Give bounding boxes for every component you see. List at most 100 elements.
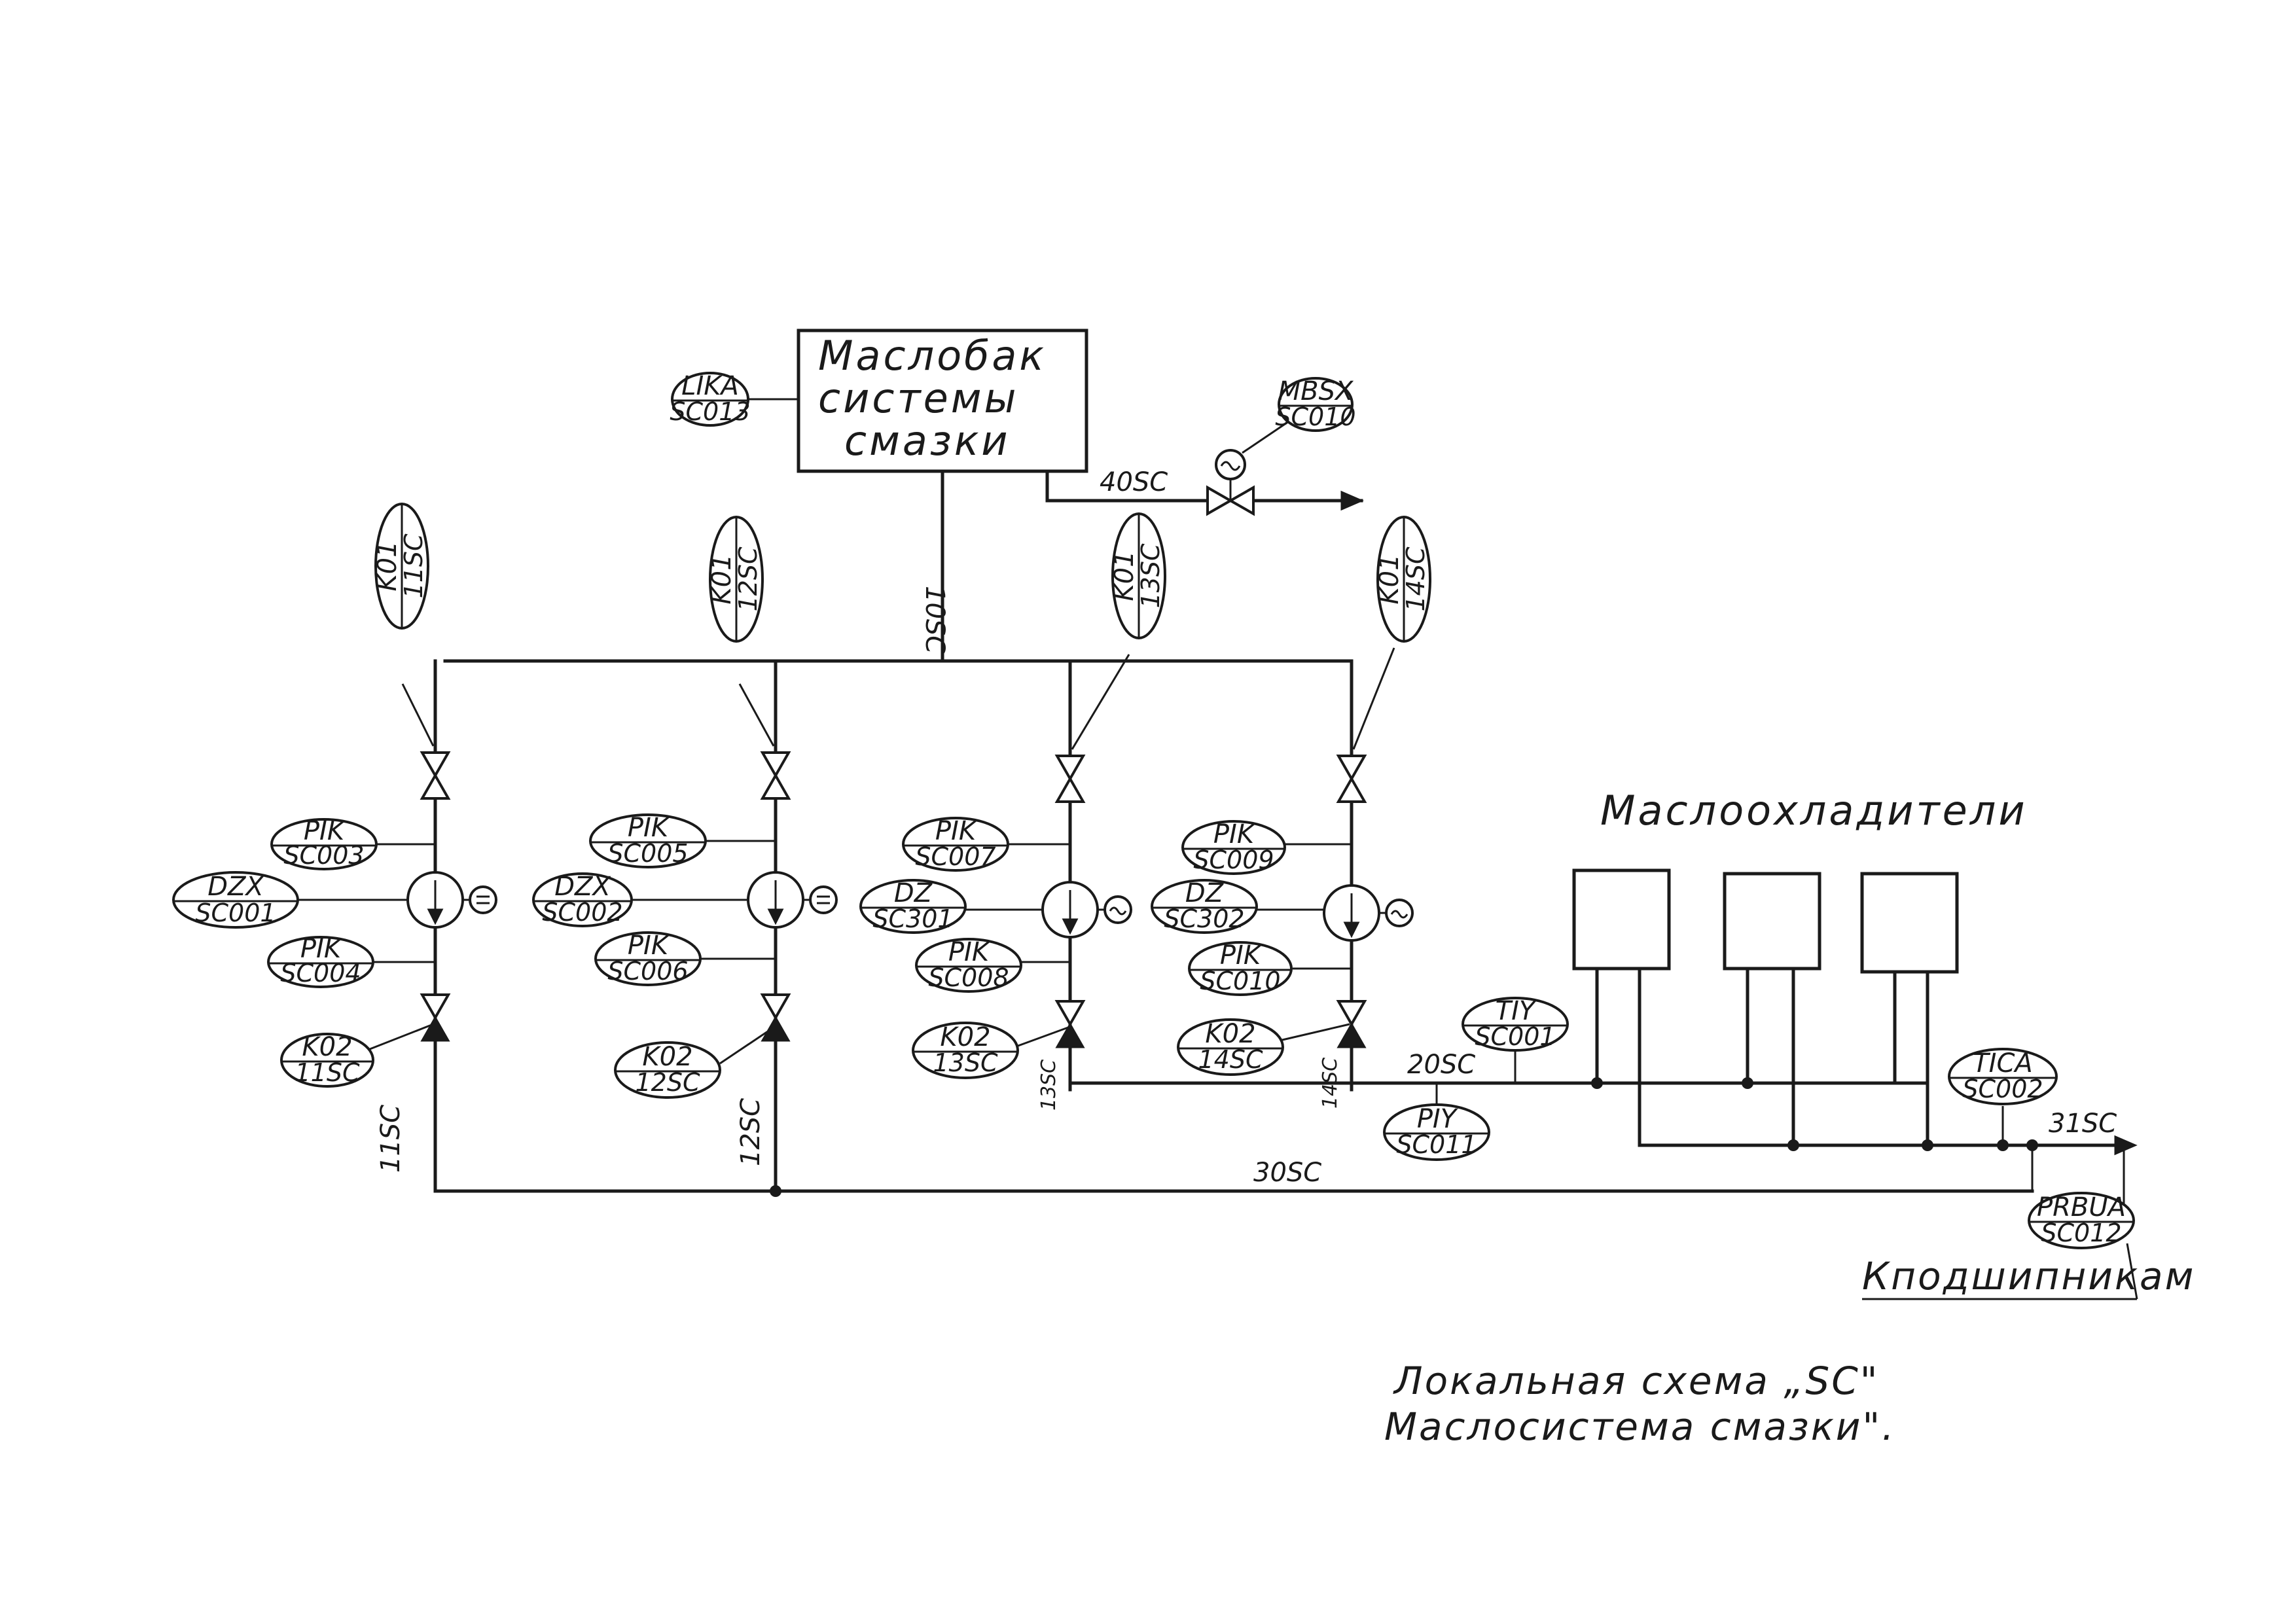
lika-number: SC013	[670, 397, 750, 426]
dzx-sc002-number: SC002	[542, 898, 622, 927]
k01-14sc-tag: K01	[1374, 554, 1405, 604]
dzx-sc002-tag: DZX	[554, 872, 611, 902]
instrument-tiy-sc001: TIY SC001	[1462, 996, 1569, 1083]
tiy-number: SC001	[1475, 1022, 1555, 1051]
instrument-k02-12sc: K02 12SC	[614, 1041, 721, 1099]
pipe-20sc-label: 20SC	[1407, 1050, 1475, 1080]
pump-1	[406, 871, 497, 929]
pik-sc008-number: SC008	[928, 963, 1009, 992]
instrument-pik-sc006: PIK SC006	[594, 931, 702, 986]
k02-11sc-number: 11SC	[295, 1058, 359, 1087]
instrument-prbua-sc012: PRBUA SC012	[2028, 1145, 2135, 1249]
motor-valve-40sc	[1206, 449, 1255, 516]
dz-sc301-number: SC301	[872, 904, 953, 933]
dzx-sc001-number: SC001	[195, 899, 276, 927]
instrument-pik-sc003: PIK SC003	[270, 816, 378, 870]
pipe-40sc: 40SC MBSX SC010	[1045, 376, 1364, 516]
pik-sc009-tag: PIK	[1213, 819, 1256, 849]
k02-12sc-number: 12SC	[635, 1068, 700, 1097]
pump-branch-12sc: K01 12SC PIK SC005 DZX SC002	[532, 516, 838, 1193]
dz-sc302-tag: DZ	[1185, 878, 1225, 908]
k01-13sc-tag: K01	[1109, 550, 1139, 601]
prbua-tag: PRBUA	[2037, 1192, 2126, 1222]
tiy-tag: TIY	[1496, 996, 1537, 1026]
pik-sc010-tag: PIK	[1220, 940, 1263, 971]
k02-14sc-tag: K02	[1205, 1019, 1255, 1049]
instrument-k02-11sc: K02 11SC	[280, 1032, 374, 1088]
pik-sc008-tag: PIK	[948, 937, 991, 967]
piy-tag: PIY	[1417, 1104, 1459, 1134]
piy-number: SC011	[1396, 1130, 1477, 1159]
instrument-pik-sc007: PIK SC007	[902, 816, 1009, 872]
instrument-pik-sc005: PIK SC005	[589, 813, 707, 868]
dzx-sc001-tag: DZX	[207, 872, 264, 902]
instrument-dzx-sc001: DZX SC001	[172, 871, 299, 929]
caption-line1: Локальная схема „SC"	[1393, 1359, 1879, 1403]
k02-11sc-tag: K02	[302, 1032, 352, 1062]
oil-tank-label-line2: системы	[818, 374, 1018, 422]
instrument-dz-sc301: DZ SC301	[859, 878, 967, 934]
pipe-31sc: 31SC	[1638, 1106, 2138, 1156]
instrument-k01-11sc: K01 11SC	[372, 503, 429, 630]
pik-sc010-number: SC010	[1200, 967, 1280, 995]
pik-sc004-number: SC004	[280, 959, 361, 988]
caption-line2: Маслосистема смазки".	[1384, 1404, 1896, 1449]
mbsx-number: SC010	[1275, 402, 1355, 431]
pipe-40sc-label: 40SC	[1100, 467, 1168, 497]
k02-12sc-tag: K02	[642, 1042, 692, 1072]
pump-branch-14sc: K01 14SC PIK SC009 DZ SC302	[1151, 516, 1431, 1109]
pipe-30sc-label: 30SC	[1253, 1158, 1321, 1188]
dz-sc302-number: SC302	[1164, 904, 1244, 933]
k02-13sc-tag: K02	[940, 1022, 990, 1052]
pipe-10sc: 10SC	[443, 469, 1354, 663]
pik-sc005-tag: PIK	[628, 813, 670, 843]
pik-sc005-number: SC005	[607, 839, 688, 868]
pump-4	[1323, 884, 1414, 942]
prbua-number: SC012	[2041, 1219, 2121, 1247]
lika-tag: LIKA	[681, 371, 739, 401]
diagram-caption: Локальная схема „SC" Маслосистема смазки…	[1384, 1359, 1896, 1449]
k01-12sc-number: 12SC	[734, 546, 762, 611]
instrument-k02-14sc: K02 14SC	[1177, 1018, 1284, 1076]
instrument-pik-sc008: PIK SC008	[915, 937, 1022, 993]
pik-sc004-tag: PIK	[300, 934, 343, 964]
instrument-pik-sc004: PIK SC004	[267, 934, 374, 988]
oil-cooler-1	[1572, 868, 1671, 971]
tica-tag: TICA	[1973, 1048, 2033, 1079]
pik-sc003-number: SC003	[283, 841, 364, 870]
instrument-pik-sc009: PIK SC009	[1181, 819, 1286, 875]
oil-tank-label-line1: Маслобак	[818, 332, 1047, 380]
instrument-lika-sc013: LIKA SC013	[670, 371, 798, 427]
tica-number: SC002	[1962, 1075, 2043, 1103]
dz-sc301-tag: DZ	[894, 878, 933, 908]
pik-sc006-tag: PIK	[628, 931, 670, 961]
pipe-11sc-label: 11SC	[376, 1105, 406, 1173]
k01-11sc-number: 11SC	[399, 533, 428, 598]
pipe-10sc-label: 10SC	[920, 586, 950, 654]
instrument-k01-13sc: K01 13SC	[1109, 512, 1166, 639]
pipe-13sc-label: 13SC	[1037, 1060, 1060, 1111]
to-bearings: Кподшипникам	[1862, 1243, 2195, 1300]
pik-sc006-number: SC006	[607, 957, 688, 986]
pipe-31sc-label: 31SC	[2049, 1109, 2117, 1139]
instrument-k02-13sc: K02 13SC	[912, 1022, 1019, 1079]
pik-sc007-tag: PIK	[935, 816, 978, 846]
k01-12sc-tag: K01	[707, 554, 737, 604]
pump-branch-11sc: K01 11SC PIK SC003 DZX SC001	[172, 503, 497, 1193]
k01-13sc-number: 13SC	[1136, 543, 1165, 608]
mbsx-tag: MBSX	[1278, 376, 1354, 406]
instrument-k01-14sc: K01 14SC	[1374, 516, 1431, 643]
instrument-mbsx-sc010: MBSX SC010	[1275, 376, 1356, 432]
k01-11sc-tag: K01	[372, 541, 403, 591]
pik-sc003-tag: PIK	[304, 816, 346, 846]
oil-coolers: Маслоохладители	[1572, 787, 2028, 1147]
instrument-dz-sc302: DZ SC302	[1151, 878, 1258, 934]
oil-coolers-label: Маслоохладители	[1600, 787, 2028, 834]
pump-2	[747, 871, 838, 929]
to-bearings-label: Кподшипникам	[1862, 1254, 2195, 1298]
k01-14sc-number: 14SC	[1401, 546, 1430, 611]
instrument-k01-12sc: K01 12SC	[707, 516, 764, 643]
pipe-12sc-label: 12SC	[736, 1098, 766, 1166]
k02-13sc-number: 13SC	[933, 1048, 997, 1077]
